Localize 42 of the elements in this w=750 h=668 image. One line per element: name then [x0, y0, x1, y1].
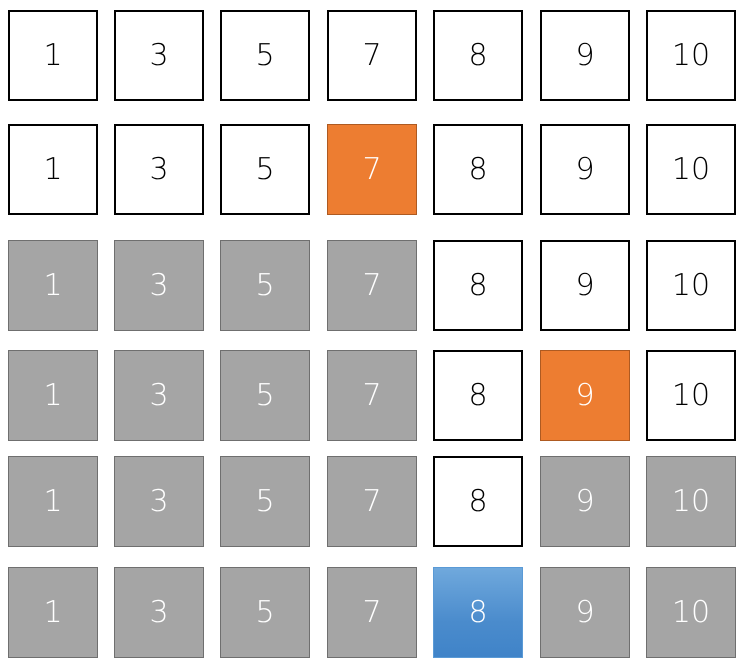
- array-element: 10: [646, 10, 736, 101]
- array-element: 7: [327, 350, 417, 441]
- array-element: 9: [540, 350, 630, 441]
- array-element: 1: [8, 567, 98, 658]
- array-element: 10: [646, 456, 736, 547]
- array-element: 1: [8, 10, 98, 101]
- array-element: 9: [540, 456, 630, 547]
- array-element: 7: [327, 10, 417, 101]
- array-element: 1: [8, 456, 98, 547]
- array-element: 8: [433, 240, 523, 331]
- array-element: 3: [114, 456, 204, 547]
- array-element: 3: [114, 240, 204, 331]
- array-element: 10: [646, 567, 736, 658]
- array-element: 3: [114, 10, 204, 101]
- array-element: 9: [540, 240, 630, 331]
- array-element: 7: [327, 567, 417, 658]
- array-element: 5: [220, 10, 310, 101]
- array-element: 10: [646, 350, 736, 441]
- array-element: 5: [220, 567, 310, 658]
- array-element: 10: [646, 240, 736, 331]
- array-element: 7: [327, 456, 417, 547]
- array-element: 5: [220, 456, 310, 547]
- array-element: 1: [8, 240, 98, 331]
- array-element: 9: [540, 10, 630, 101]
- array-element: 8: [433, 10, 523, 101]
- array-element: 8: [433, 456, 523, 547]
- array-element: 7: [327, 240, 417, 331]
- array-element: 5: [220, 240, 310, 331]
- array-element: 3: [114, 124, 204, 215]
- array-element: 5: [220, 124, 310, 215]
- array-element: 8: [433, 124, 523, 215]
- array-element: 3: [114, 567, 204, 658]
- array-element: 7: [327, 124, 417, 215]
- array-element: 5: [220, 350, 310, 441]
- array-element: 9: [540, 124, 630, 215]
- array-element: 8: [433, 567, 523, 658]
- array-element: 1: [8, 350, 98, 441]
- array-element: 10: [646, 124, 736, 215]
- array-element: 9: [540, 567, 630, 658]
- array-element: 8: [433, 350, 523, 441]
- array-element: 1: [8, 124, 98, 215]
- array-element: 3: [114, 350, 204, 441]
